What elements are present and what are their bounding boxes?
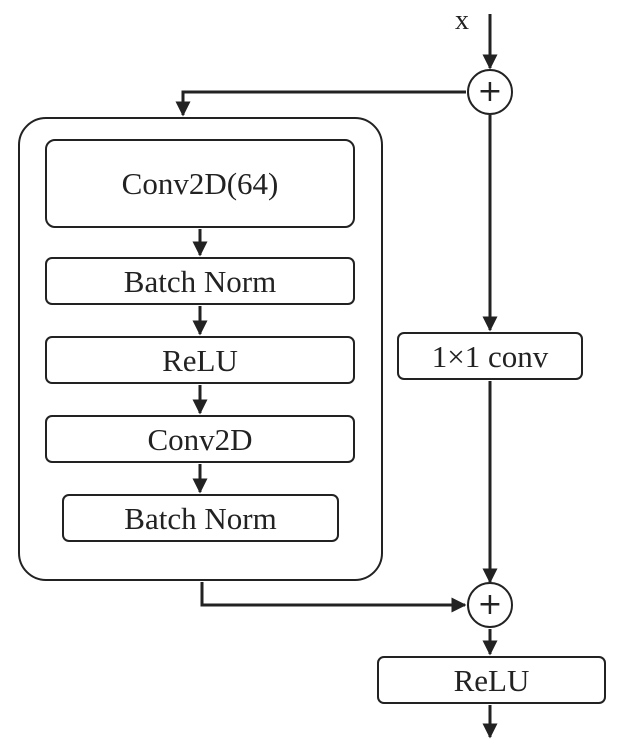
batch-norm-block-2: Batch Norm [62, 494, 339, 542]
main-path-to-add-arrow [200, 582, 467, 613]
shortcut-1x1-conv-block: 1×1 conv [397, 332, 583, 380]
conv2d-64-block: Conv2D(64) [45, 139, 355, 228]
relu-block-inner: ReLU [45, 336, 355, 384]
main-path-container [18, 117, 383, 581]
branch-to-main-path-arrow [175, 90, 466, 117]
conv2d-block: Conv2D [45, 415, 355, 463]
second-add-operator: + [467, 582, 513, 628]
output-relu-block: ReLU [377, 656, 606, 704]
first-add-operator: + [467, 69, 513, 115]
input-x-label: x [455, 5, 469, 36]
batch-norm-block-1: Batch Norm [45, 257, 355, 305]
